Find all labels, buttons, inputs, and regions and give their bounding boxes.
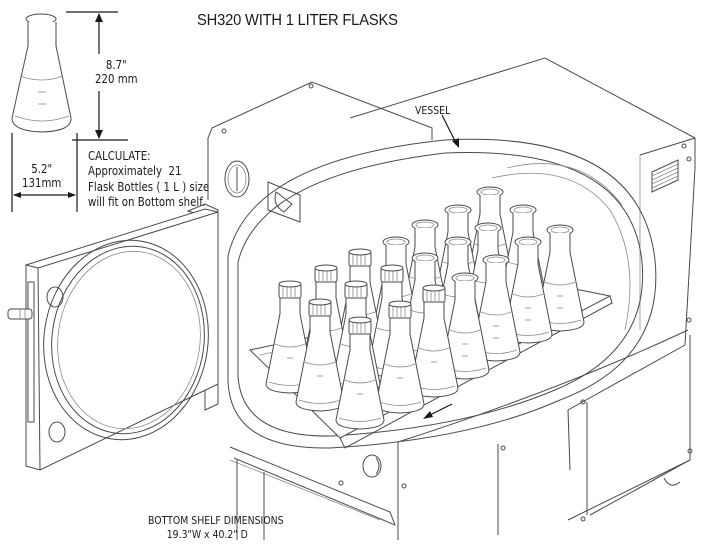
reference-flask bbox=[11, 13, 72, 133]
calculation-note: CALCULATE: Approximately 21 Flask Bottle… bbox=[88, 149, 209, 210]
bottom-shelf-size: 19.3"W x 40.2" D bbox=[166, 528, 248, 542]
calculation-heading: CALCULATE: bbox=[88, 149, 151, 163]
flask-width-mm: 131mm bbox=[22, 175, 62, 190]
calculation-line: Flask Bottles ( 1 L ) size bbox=[88, 179, 210, 194]
height-dimension-line bbox=[66, 11, 128, 141]
calculation-line: Approximately 21 bbox=[88, 164, 182, 179]
width-dimension-line bbox=[11, 133, 78, 212]
bottom-shelf-heading: BOTTOM SHELF DIMENSIONS bbox=[148, 514, 284, 527]
diagram-title: SH320 WITH 1 LITER FLASKS bbox=[197, 12, 398, 29]
bottom-shelf-dimensions: BOTTOM SHELF DIMENSIONS 19.3"W x 40.2" D bbox=[148, 514, 284, 543]
flask-array bbox=[265, 186, 585, 430]
flask-width-label: 5.2" 131mm bbox=[22, 162, 62, 191]
vessel-label: VESSEL bbox=[415, 104, 451, 117]
flask-height-inches: 8.7" bbox=[105, 58, 127, 72]
chamber-door bbox=[7, 208, 219, 471]
vent-grille bbox=[651, 159, 679, 193]
vessel-callout-arrow bbox=[441, 114, 459, 148]
control-knob bbox=[362, 454, 382, 478]
cabinet-body bbox=[207, 57, 696, 540]
flask-width-inches: 5.2" bbox=[31, 162, 53, 176]
flask-height-mm: 220 mm bbox=[95, 71, 138, 86]
door-handle bbox=[7, 308, 33, 320]
shelf-slide-arrow bbox=[423, 403, 453, 419]
flask-height-label: 8.7" 220 mm bbox=[95, 58, 138, 87]
calculation-line: will fit on Bottom shelf. bbox=[88, 195, 206, 210]
